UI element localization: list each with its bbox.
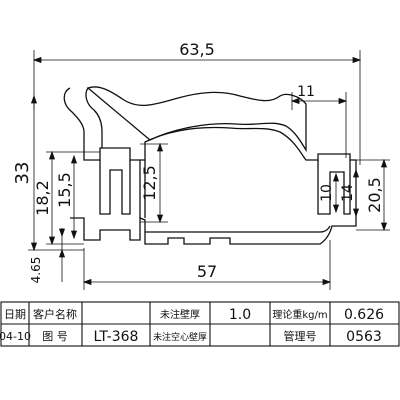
cell-wall-value: 1.0	[229, 307, 251, 323]
cell-hollow-wall-label: 未注空心壁厚	[153, 331, 207, 343]
cell-date-label: 日期	[4, 308, 26, 321]
dim-top-right-offset: 11	[297, 84, 315, 100]
title-block-grid	[0, 301, 400, 347]
dimension-labels: 63,5 11 33 18,2 15,5 12,5 10 14 20,5 4.6…	[12, 40, 384, 283]
dim-base-height: 4.65	[29, 257, 43, 284]
title-block: 日期 客户名称 未注壁厚 1.0 理论重kg/m 0.626 04-10 图 号…	[0, 301, 400, 347]
profile-left-channel	[99, 160, 131, 215]
profile-inner-contour	[85, 86, 307, 153]
cell-drawing-no-label: 图 号	[42, 330, 68, 343]
dim-center-slot: 12,5	[140, 165, 159, 201]
dim-left-inner: 15,5	[55, 172, 74, 208]
cell-drawing-no-value: LT-368	[94, 329, 139, 345]
dim-left-outer: 18,2	[33, 180, 52, 216]
cell-date-value: 04-10	[0, 330, 31, 343]
cell-management-no-label: 管理号	[284, 329, 317, 343]
dimension-lines	[28, 50, 390, 290]
cell-customer-label: 客户名称	[33, 307, 77, 321]
dim-bottom-width: 57	[197, 262, 217, 281]
dim-right-outer: 20,5	[365, 177, 384, 213]
cell-weight-label: 理论重kg/m	[272, 308, 327, 321]
cell-weight-value: 0.626	[344, 307, 384, 323]
dim-right-slot-b: 14	[340, 184, 356, 202]
profile-right-channel	[317, 160, 351, 215]
cell-wall-label: 未注壁厚	[160, 308, 200, 321]
profile-bottom-wall	[145, 225, 331, 233]
profile-outer-contour	[63, 87, 357, 245]
profile-center-wall	[139, 160, 146, 218]
extrusion-profile	[63, 86, 357, 245]
dim-right-slot-a: 10	[319, 184, 335, 202]
dim-overall-height: 33	[12, 162, 33, 185]
dim-overall-width: 63,5	[179, 40, 215, 59]
cell-management-no-value: 0563	[346, 329, 382, 345]
